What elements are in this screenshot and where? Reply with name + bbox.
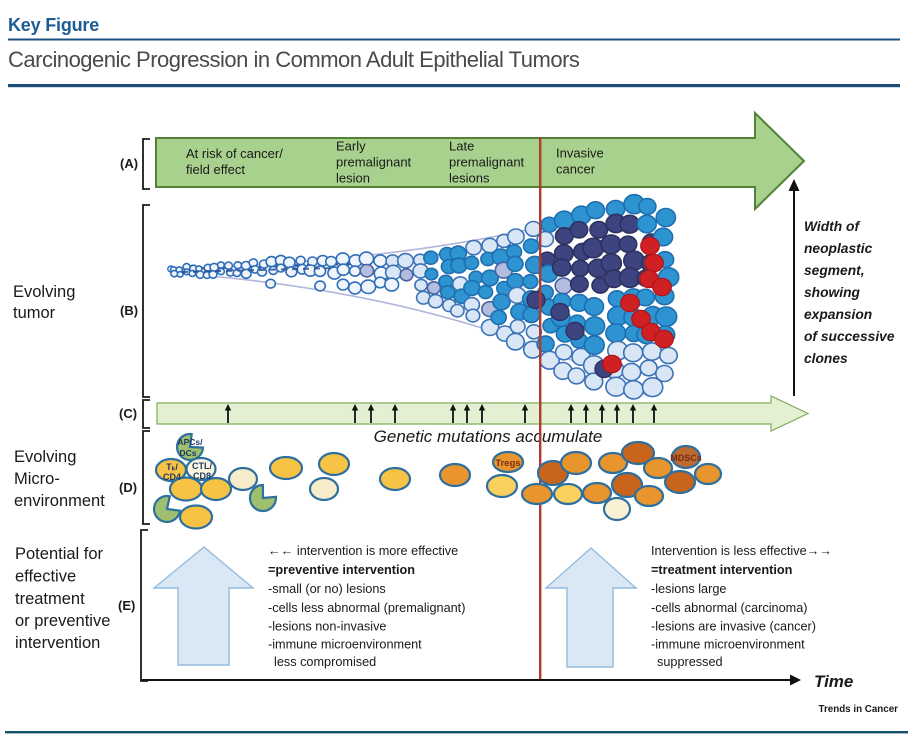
svg-text:environment: environment: [14, 492, 105, 510]
svg-text:Evolving: Evolving: [13, 283, 75, 301]
svg-text:Carcinogenic Progression in Co: Carcinogenic Progression in Common Adult…: [8, 47, 580, 72]
svg-text:Key Figure: Key Figure: [8, 15, 99, 35]
svg-text:(D): (D): [119, 480, 137, 495]
svg-text:-lesions large: -lesions large: [651, 582, 726, 596]
svg-text:segment,: segment,: [804, 263, 865, 278]
svg-text:At risk of cancer/: At risk of cancer/: [186, 146, 283, 161]
svg-text:less compromised: less compromised: [274, 655, 376, 669]
svg-text:Width of: Width of: [804, 219, 860, 234]
svg-text:(E): (E): [118, 598, 135, 613]
svg-text:DCs: DCs: [179, 448, 196, 458]
svg-text:Late: Late: [449, 139, 474, 154]
svg-text:Tregs: Tregs: [495, 458, 520, 469]
svg-text:MDSCs: MDSCs: [670, 453, 702, 463]
svg-text:neoplastic: neoplastic: [804, 241, 873, 256]
svg-text:showing: showing: [804, 285, 861, 300]
svg-text:or preventive: or preventive: [15, 612, 110, 630]
svg-text:expansion: expansion: [804, 307, 872, 322]
svg-text:Intervention is less effective: Intervention is less effective→→: [651, 544, 832, 558]
svg-text:treatment: treatment: [15, 590, 85, 608]
svg-text:Time: Time: [814, 672, 853, 691]
svg-text:Tₖ/: Tₖ/: [166, 462, 178, 472]
svg-text:intervention: intervention: [15, 634, 100, 652]
svg-text:Invasive: Invasive: [556, 146, 604, 161]
svg-text:CD4: CD4: [163, 472, 181, 482]
svg-text:Evolving: Evolving: [14, 448, 76, 466]
svg-text:Micro-: Micro-: [14, 470, 60, 488]
svg-text:APCs/: APCs/: [177, 437, 203, 447]
svg-text:-cells abnormal (carcinoma): -cells abnormal (carcinoma): [651, 601, 808, 615]
svg-text:of successive: of successive: [804, 329, 895, 344]
svg-text:lesions: lesions: [449, 171, 490, 186]
svg-text:cancer: cancer: [556, 162, 596, 177]
svg-text:(B): (B): [120, 303, 138, 318]
svg-text:effective: effective: [15, 568, 76, 586]
svg-text:=preventive intervention: =preventive intervention: [268, 563, 415, 577]
svg-text:tumor: tumor: [13, 304, 56, 322]
svg-text:-small (or no) lesions: -small (or no) lesions: [268, 582, 386, 596]
svg-text:lesion: lesion: [336, 171, 370, 186]
svg-text:Trends in Cancer: Trends in Cancer: [819, 704, 899, 715]
svg-text:clones: clones: [804, 351, 848, 366]
svg-text:Genetic mutations accumulate: Genetic mutations accumulate: [374, 427, 603, 446]
svg-text:Potential for: Potential for: [15, 545, 104, 563]
svg-text:premalignant: premalignant: [336, 155, 412, 170]
svg-text:-immune microenvironment: -immune microenvironment: [651, 638, 805, 652]
svg-text:-lesions are invasive (cancer): -lesions are invasive (cancer): [651, 620, 816, 634]
svg-text:field effect: field effect: [186, 162, 245, 177]
svg-text:=treatment intervention: =treatment intervention: [651, 563, 792, 577]
svg-text:CD8: CD8: [193, 471, 211, 481]
svg-text:-immune microenvironment: -immune microenvironment: [268, 638, 422, 652]
svg-text:(A): (A): [120, 156, 138, 171]
svg-text:premalignant: premalignant: [449, 155, 525, 170]
svg-text:←← intervention is more effect: ←← intervention is more effective: [268, 544, 458, 558]
svg-text:-cells less abnormal (premalig: -cells less abnormal (premalignant): [268, 601, 465, 615]
svg-text:-lesions non-invasive: -lesions non-invasive: [268, 620, 386, 634]
svg-text:suppressed: suppressed: [657, 655, 723, 669]
svg-text:(C): (C): [119, 406, 137, 421]
svg-text:CTL/: CTL/: [192, 461, 212, 471]
svg-text:Early: Early: [336, 139, 366, 154]
